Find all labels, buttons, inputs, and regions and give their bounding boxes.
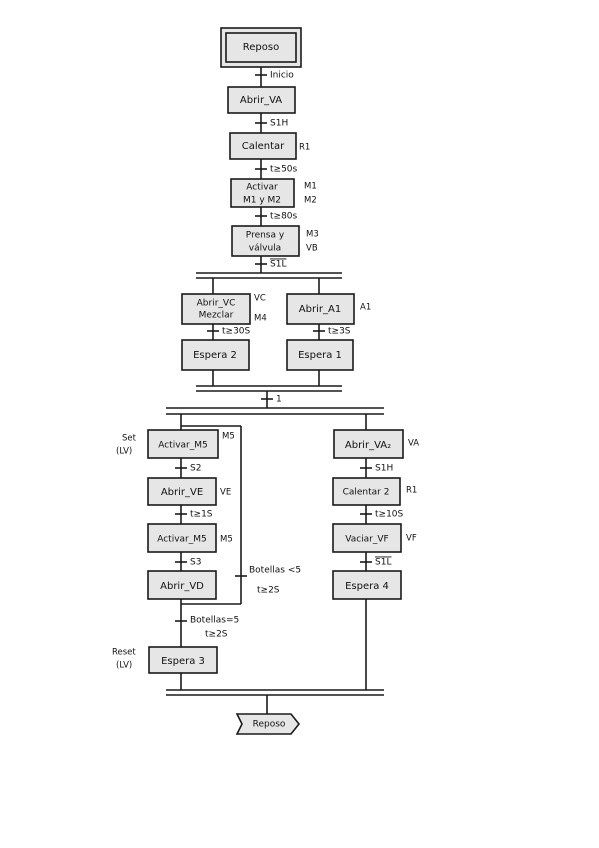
transition-label: S3 bbox=[190, 558, 201, 568]
step-label: Activar_M5 bbox=[157, 535, 207, 545]
step-label: Vaciar_VF bbox=[345, 535, 388, 545]
transition-label: t≥2S bbox=[257, 586, 280, 596]
step-label: Abrir_VA bbox=[240, 95, 282, 106]
transition-label: t≥3S bbox=[328, 327, 351, 337]
transition-label: S1H bbox=[270, 119, 288, 129]
step-abrir-vc: Abrir_VC Mezclar bbox=[181, 293, 251, 325]
set-note: (LV) bbox=[116, 447, 132, 457]
step-reposo: Reposo bbox=[220, 27, 302, 68]
set-note: Set bbox=[122, 434, 137, 444]
step-prensa-valvula: Prensa y válvula bbox=[231, 225, 300, 257]
action-labels: R1 M1 M2 M3 VB VC M4 A1 M5 VE M5 VA R1 V… bbox=[220, 143, 419, 545]
action-label: VE bbox=[220, 488, 231, 498]
step-label: Abrir_VC bbox=[197, 299, 236, 309]
transition-label: S1H bbox=[375, 464, 393, 474]
step-vaciar-vf: Vaciar_VF bbox=[332, 523, 402, 553]
step-label: Reposo bbox=[243, 42, 279, 53]
step-label: Reposo bbox=[253, 720, 286, 730]
step-espera-3: Espera 3 bbox=[148, 646, 218, 674]
transition-label: t≥1S bbox=[190, 510, 213, 520]
step-label: Calentar 2 bbox=[343, 488, 390, 498]
parallel-bars bbox=[166, 272, 384, 696]
step-label: Abrir_VD bbox=[160, 581, 204, 592]
action-label: VC bbox=[254, 294, 266, 304]
step-reposo-end: Reposo bbox=[235, 713, 301, 735]
step-activar-m5-b: Activar_M5 bbox=[147, 523, 217, 553]
step-label: Abrir_A1 bbox=[299, 304, 341, 315]
step-espera-2: Espera 2 bbox=[181, 339, 250, 371]
step-abrir-a1: Abrir_A1 bbox=[286, 293, 355, 325]
reset-note: Reset bbox=[112, 648, 136, 658]
step-activar-m1-m2: Activar M1 y M2 bbox=[230, 178, 295, 208]
step-abrir-va2: Abrir_VA₂ bbox=[333, 429, 404, 459]
transition-label: Botellas=5 bbox=[190, 616, 239, 626]
step-label: Activar bbox=[246, 183, 278, 193]
transition-label: Inicio bbox=[270, 71, 294, 81]
step-label: Calentar bbox=[242, 141, 285, 152]
transition-label: t≥80s bbox=[270, 212, 298, 222]
action-label: R1 bbox=[406, 486, 417, 496]
transition-label: t≥10S bbox=[375, 510, 404, 520]
action-label: M1 bbox=[304, 182, 317, 192]
transition-labels: Inicio S1H t≥50s t≥80s S1L t≥30S t≥3S 1 … bbox=[190, 71, 404, 640]
transition-label: t≥2S bbox=[205, 630, 228, 640]
step-label: Abrir_VE bbox=[161, 487, 203, 498]
side-notes: Set (LV) Reset (LV) bbox=[112, 434, 137, 671]
step-calentar-2: Calentar 2 bbox=[332, 477, 401, 506]
step-label: Espera 3 bbox=[161, 656, 205, 667]
action-label: M2 bbox=[304, 196, 317, 206]
step-abrir-ve: Abrir_VE bbox=[147, 477, 217, 506]
step-espera-4: Espera 4 bbox=[332, 570, 402, 600]
action-label: VF bbox=[406, 534, 417, 544]
step-label: válvula bbox=[249, 244, 281, 254]
transition-label: t≥50s bbox=[270, 165, 298, 175]
transition-label: t≥30S bbox=[222, 327, 251, 337]
action-label: M5 bbox=[222, 432, 235, 442]
transition-label: S1L bbox=[270, 260, 286, 270]
action-label: VA bbox=[408, 439, 419, 449]
action-label: M5 bbox=[220, 535, 233, 545]
step-label: Espera 1 bbox=[298, 350, 342, 361]
action-label: A1 bbox=[360, 303, 371, 313]
step-activar-m5-a: Activar_M5 bbox=[147, 429, 219, 459]
step-abrir-vd: Abrir_VD bbox=[147, 570, 217, 600]
step-label: Mezclar bbox=[199, 311, 234, 321]
step-label: Espera 2 bbox=[193, 350, 237, 361]
step-abrir-va: Abrir_VA bbox=[227, 86, 296, 114]
transition-label: 1 bbox=[276, 395, 282, 405]
step-espera-1: Espera 1 bbox=[286, 339, 354, 371]
step-label: Prensa y bbox=[246, 231, 285, 241]
step-label: M1 y M2 bbox=[243, 196, 281, 206]
action-label: M3 bbox=[306, 230, 319, 240]
transition-label: S1L bbox=[375, 558, 391, 568]
transition-label: Botellas <5 bbox=[249, 566, 301, 576]
step-label: Abrir_VA₂ bbox=[345, 440, 391, 451]
action-label: M4 bbox=[254, 314, 267, 324]
step-calentar: Calentar bbox=[229, 132, 297, 160]
step-label: Activar_M5 bbox=[158, 441, 208, 451]
action-label: VB bbox=[306, 244, 318, 254]
transition-ticks bbox=[175, 74, 372, 622]
step-label: Espera 4 bbox=[345, 581, 389, 592]
reset-note: (LV) bbox=[116, 661, 132, 671]
transition-label: S2 bbox=[190, 464, 201, 474]
action-label: R1 bbox=[299, 143, 310, 153]
